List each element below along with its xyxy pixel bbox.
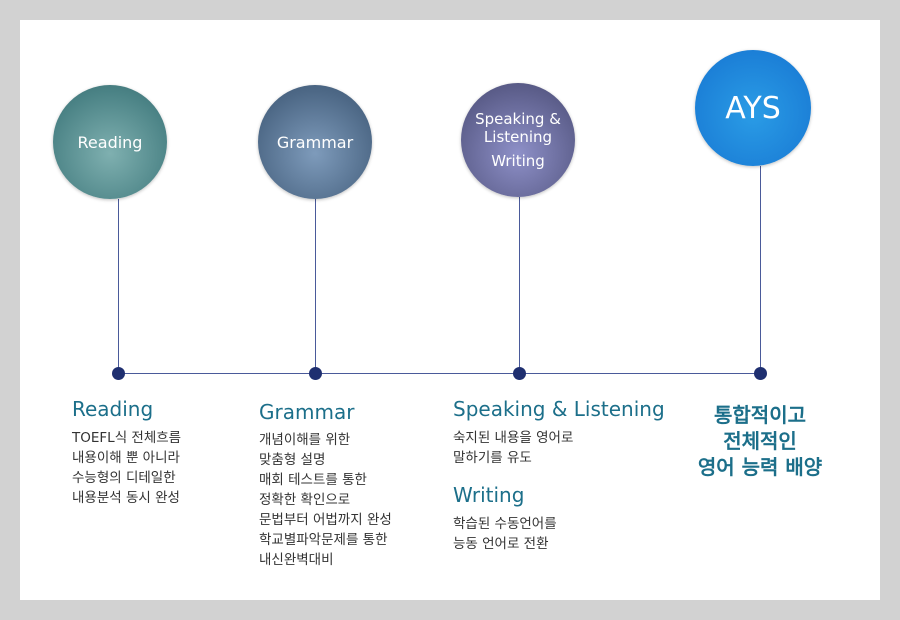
desc-line: 전체적인: [723, 429, 797, 453]
desc-line: 내신완벽대비: [259, 552, 334, 568]
reading-title: Reading: [72, 397, 154, 421]
speaking-circle: Speaking & Listening Writing: [461, 83, 575, 197]
desc-line: 수능형의 디테일한: [72, 470, 176, 486]
timeline-dot: [112, 367, 125, 380]
connector-line: [519, 197, 520, 373]
timeline-dot: [754, 367, 767, 380]
timeline-dot: [513, 367, 526, 380]
circle-label: Writing: [491, 152, 545, 170]
circle-label: Grammar: [276, 132, 354, 152]
desc-line: 내용분석 동시 완성: [72, 490, 180, 506]
desc-line: 매회 테스트를 통한: [259, 472, 367, 488]
connector-line: [118, 199, 119, 373]
desc-line: 영어 능력 배양: [697, 455, 823, 479]
reading-desc: TOEFL식 전체흐름 내용이해 뿐 아니라 수능형의 디테일한 내용분석 동시…: [72, 428, 181, 508]
circle-label: Listening: [483, 128, 553, 146]
speaking-desc: 숙지된 내용을 영어로 말하기를 유도: [453, 428, 573, 468]
reading-circle: Reading: [53, 85, 167, 199]
desc-line: 문법부터 어법까지 완성: [259, 512, 392, 528]
speaking-title: Speaking & Listening: [453, 397, 665, 421]
ays-desc: 통합적이고 전체적인 영어 능력 배양: [680, 402, 840, 480]
grammar-desc: 개념이해를 위한 맞춤형 설명 매회 테스트를 통한 정확한 확인으로 문법부터…: [259, 430, 392, 570]
ays-circle: AYS: [695, 50, 811, 166]
desc-line: 정확한 확인으로: [259, 492, 351, 508]
connector-line: [760, 166, 761, 373]
circle-label: Reading: [77, 132, 143, 152]
desc-line: 통합적이고: [714, 403, 806, 427]
desc-line: 학습된 수동언어를: [453, 516, 557, 532]
desc-line: 개념이해를 위한: [259, 432, 351, 448]
desc-line: 능동 언어로 전환: [453, 536, 549, 552]
grammar-circle: Grammar: [258, 85, 372, 199]
timeline-line: [118, 373, 760, 374]
desc-line: 학교별파악문제를 통한: [259, 532, 388, 548]
desc-line: TOEFL식 전체흐름: [72, 430, 182, 446]
writing-title: Writing: [453, 483, 525, 507]
desc-line: 맞춤형 설명: [259, 452, 326, 468]
grammar-title: Grammar: [259, 400, 355, 424]
desc-line: 내용이해 뿐 아니라: [72, 450, 180, 466]
writing-desc: 학습된 수동언어를 능동 언어로 전환: [453, 514, 557, 554]
desc-line: 숙지된 내용을 영어로: [453, 430, 574, 446]
timeline-dot: [309, 367, 322, 380]
connector-line: [315, 199, 316, 373]
circle-label: Speaking &: [475, 110, 561, 128]
circle-label: AYS: [725, 90, 781, 126]
desc-line: 말하기를 유도: [453, 450, 532, 466]
